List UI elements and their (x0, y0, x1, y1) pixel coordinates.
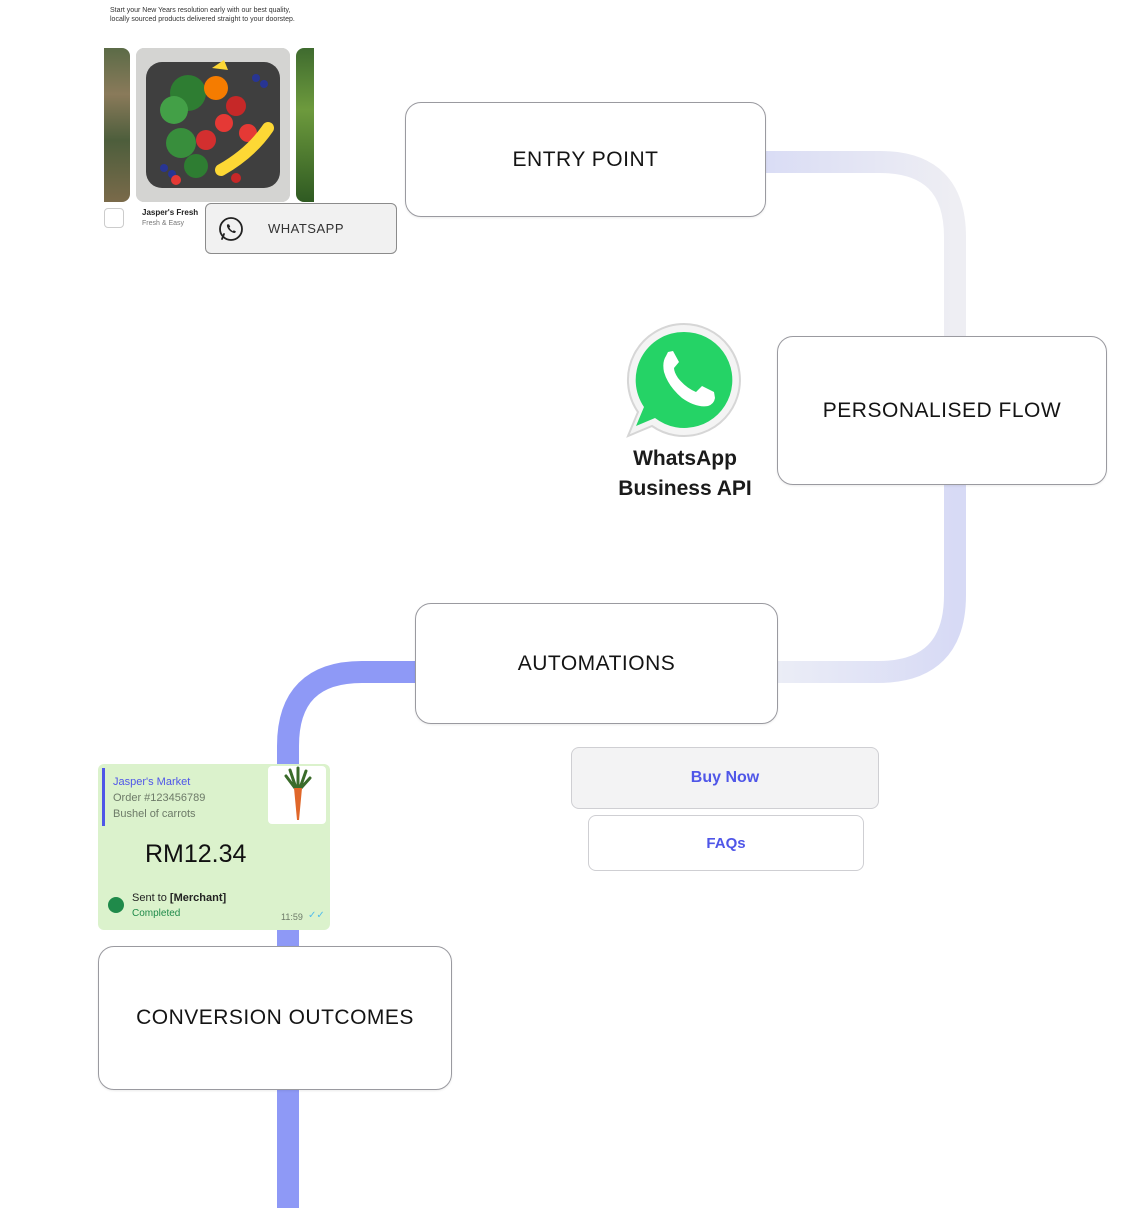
wa-title-line1: WhatsApp (633, 447, 737, 470)
whatsapp-business-api-title: WhatsApp Business API (600, 444, 770, 504)
receipt-merchant: Jasper's Market (113, 776, 191, 788)
ad-carousel-button[interactable] (104, 208, 124, 228)
connector-entry-personalised (760, 151, 966, 345)
ad-image-left (104, 48, 130, 202)
ad-image-produce (136, 48, 290, 202)
stage-entry-label: ENTRY POINT (512, 147, 659, 171)
ad-caption: Start your New Years resolution early wi… (110, 7, 295, 23)
wa-title-line2: Business API (618, 477, 752, 500)
buy-now-button[interactable]: Buy Now (571, 747, 879, 809)
sent-prefix: Sent to (132, 892, 170, 904)
stage-conversion-label: CONVERSION OUTCOMES (136, 1006, 414, 1029)
payment-check-icon (108, 897, 124, 913)
produce-basket-illustration (136, 48, 290, 202)
ad-image-right (296, 48, 314, 202)
faqs-button[interactable]: FAQs (588, 815, 864, 871)
read-ticks-icon: ✓✓ (308, 910, 325, 921)
receipt-header: Jasper's Market Order #123456789 Bushel … (102, 768, 270, 826)
payment-receipt-card: Jasper's Market Order #123456789 Bushel … (98, 764, 330, 930)
receipt-amount: RM12.34 (145, 840, 247, 868)
connector-personalised-automations (770, 480, 966, 683)
ad-brand-name: Jasper's Fresh (142, 208, 199, 217)
whatsapp-phone-icon (219, 216, 243, 241)
sent-recipient: [Merchant] (169, 892, 227, 904)
receipt-item: Bushel of carrots (113, 808, 196, 820)
receipt-order-number: Order #123456789 (113, 792, 206, 804)
whatsapp-cta-button[interactable]: WHATSAPP (205, 203, 397, 254)
carrot-thumbnail (268, 766, 326, 824)
receipt-time: 11:59 (281, 912, 303, 922)
receipt-sent-to: Sent to [Merchant] (132, 892, 226, 904)
ad-tagline: Fresh & Easy (142, 220, 185, 227)
connector-automations-conversion (277, 661, 420, 950)
whatsapp-logo-icon (626, 322, 741, 438)
stage-personalised-label: PERSONALISED FLOW (822, 398, 1062, 422)
receipt-status: Completed (132, 908, 181, 919)
whatsapp-button-label: WHATSAPP (268, 221, 344, 236)
stage-conversion-outcomes: CONVERSION OUTCOMES (98, 946, 452, 1090)
ad-creative-card: Start your New Years resolution early wi… (104, 0, 314, 238)
stage-personalised-flow: PERSONALISED FLOW (777, 336, 1107, 485)
stage-automations: AUTOMATIONS (415, 603, 778, 724)
carrot-icon (284, 766, 312, 820)
stage-entry-point: ENTRY POINT (405, 102, 766, 217)
stage-automations-label: AUTOMATIONS (517, 651, 676, 675)
